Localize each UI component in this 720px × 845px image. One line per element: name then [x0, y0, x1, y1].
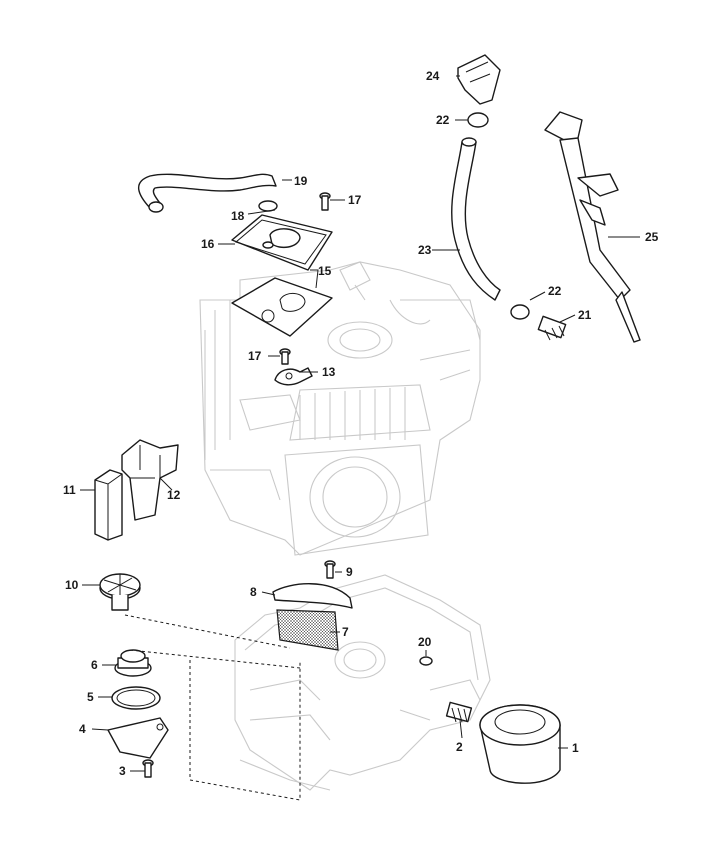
- callout-17a: 17: [348, 193, 362, 207]
- callout-4: 4: [79, 722, 86, 736]
- cover-plate: [107, 717, 169, 759]
- callout-25: 25: [645, 230, 659, 244]
- callout-16: 16: [201, 237, 215, 251]
- callout-6: 6: [91, 658, 98, 672]
- callout-8: 8: [250, 585, 257, 599]
- hose-clamp: [467, 112, 489, 128]
- screw: [324, 560, 336, 579]
- dipstick-tube: [544, 111, 641, 343]
- screw: [279, 348, 291, 365]
- callout-12: 12: [167, 488, 181, 502]
- o-ring: [419, 656, 433, 666]
- callout-11: 11: [63, 483, 76, 497]
- callout-5: 5: [87, 690, 94, 704]
- callout-labels: 1 2 3 4 5 6 7 8 9 10 11 12 13 15 16 17 1…: [63, 69, 659, 778]
- oil-filter: [479, 704, 561, 784]
- vent-hose: [451, 141, 501, 301]
- callout-17b: 17: [248, 349, 262, 363]
- elbow-fitting: [537, 315, 567, 341]
- callout-22a: 22: [436, 113, 450, 127]
- governor-gear: [99, 573, 141, 611]
- engine-block-outline: [199, 261, 481, 556]
- callout-18: 18: [231, 209, 245, 223]
- callout-3: 3: [119, 764, 126, 778]
- callout-13: 13: [322, 365, 336, 379]
- tube-mount: [457, 54, 501, 105]
- callout-20: 20: [418, 635, 432, 649]
- callout-15: 15: [318, 264, 332, 278]
- o-ring: [111, 686, 161, 710]
- callout-19: 19: [294, 174, 308, 188]
- oil-fitting: [445, 701, 473, 723]
- callout-24: 24: [426, 69, 440, 83]
- air-guide: [121, 439, 179, 521]
- screw: [319, 192, 331, 211]
- hose-clamp: [510, 304, 530, 320]
- drain-plug: [114, 649, 152, 677]
- callout-10: 10: [65, 578, 79, 592]
- screw: [142, 759, 154, 778]
- leader-lines: [80, 75, 640, 772]
- baffle-plate: [272, 583, 353, 609]
- hose-clamp: [258, 200, 278, 212]
- callout-9: 9: [346, 565, 353, 579]
- breather-hose-end: [148, 201, 164, 213]
- callout-22b: 22: [548, 284, 562, 298]
- callout-1: 1: [572, 741, 579, 755]
- assembly-lines: [124, 614, 301, 801]
- callout-7: 7: [342, 625, 349, 639]
- breather-hose: [138, 173, 277, 209]
- bracket: [274, 367, 313, 386]
- callout-21: 21: [578, 308, 592, 322]
- callout-23: 23: [418, 243, 432, 257]
- callout-2: 2: [456, 740, 463, 754]
- crankcase-outline: [234, 574, 491, 791]
- oil-screen: [276, 609, 339, 651]
